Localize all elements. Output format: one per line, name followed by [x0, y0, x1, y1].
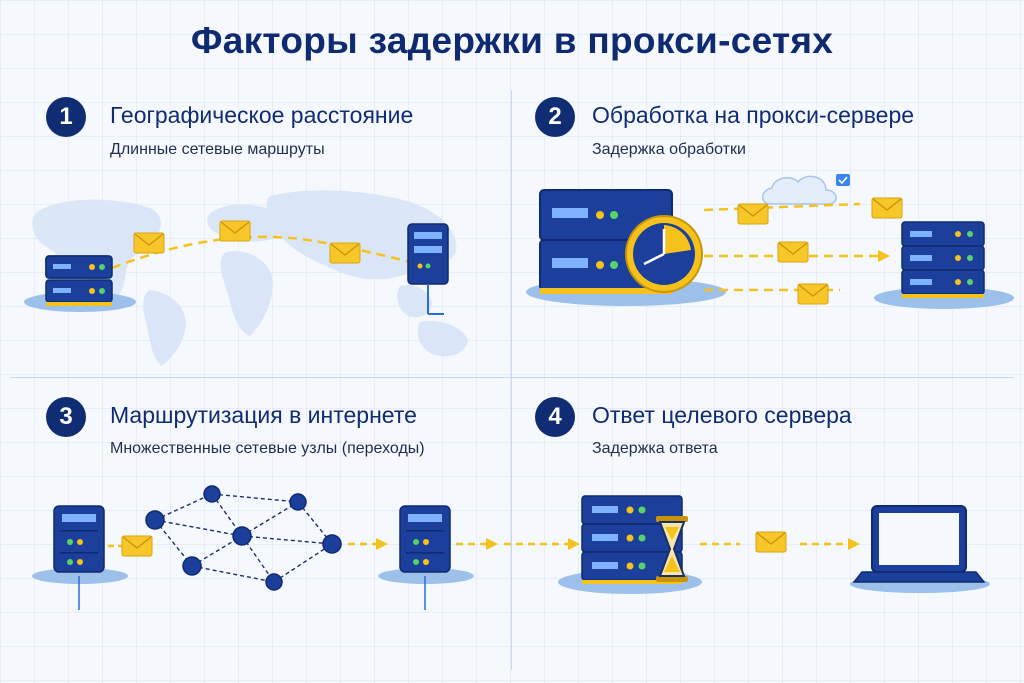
section-2-number: 2	[535, 97, 575, 137]
section-1-subtitle: Длинные сетевые маршруты	[110, 141, 325, 158]
clock-icon	[625, 215, 703, 293]
section-4-number: 4	[535, 397, 575, 437]
cloud-icon	[762, 174, 850, 205]
section-3-subtitle: Множественные сетевые узлы (переходы)	[110, 440, 425, 457]
page-title: Факторы задержки в прокси-сетях	[190, 20, 834, 61]
hop-server-icon	[399, 505, 451, 610]
section-4-title: Ответ целевого сервера	[592, 402, 852, 428]
target-server-icon	[407, 223, 449, 315]
envelope-icon	[329, 242, 361, 264]
network-graph	[154, 493, 333, 583]
client-server-icon	[53, 505, 105, 610]
section-2-title: Обработка на прокси-сервере	[592, 102, 915, 128]
vertical-divider	[511, 90, 512, 670]
envelope-icon	[871, 197, 903, 219]
envelope-icon	[737, 203, 769, 225]
arrow-head	[878, 250, 890, 262]
section-2-subtitle: Задержка обработки	[592, 141, 746, 158]
destination-server-icon	[901, 221, 985, 298]
target-server-stack-icon	[581, 495, 683, 584]
envelope-icon	[133, 232, 165, 254]
section-3-title: Маршрутизация в интернете	[110, 402, 417, 428]
source-server-icon	[24, 255, 136, 312]
network-nodes	[145, 485, 342, 591]
envelope-icon	[121, 535, 153, 557]
section-3-number: 3	[46, 397, 86, 437]
route-line	[111, 235, 411, 270]
hourglass-icon	[656, 516, 688, 582]
section-1-number: 1	[46, 97, 86, 137]
envelope-icon	[219, 220, 251, 242]
section-1-title: Географическое расстояние	[110, 102, 414, 128]
section-4-subtitle: Задержка ответа	[592, 440, 718, 457]
envelope-icon	[777, 241, 809, 263]
envelope-icon	[797, 283, 829, 305]
horizontal-divider	[10, 377, 1014, 378]
envelope-icon	[755, 531, 787, 553]
laptop-icon	[852, 505, 986, 583]
